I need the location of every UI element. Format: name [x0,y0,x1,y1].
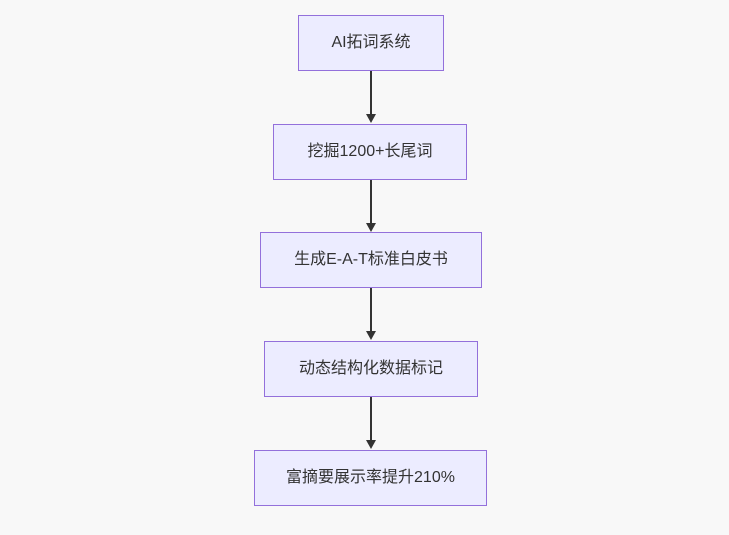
flow-node-longtail-mining: 挖掘1200+长尾词 [273,124,467,180]
flow-node-eat-whitepaper: 生成E-A-T标准白皮书 [260,232,482,288]
flow-node-label: AI拓词系统 [331,34,411,52]
connector-arrow-3 [365,288,376,340]
flow-node-label: 富摘要展示率提升210% [286,469,455,487]
arrow-down-icon [365,223,376,232]
connector-arrow-2 [365,180,376,232]
flow-node-structured-data-markup: 动态结构化数据标记 [264,341,478,397]
flow-node-label: 动态结构化数据标记 [298,360,443,378]
arrow-line [369,180,372,225]
arrow-down-icon [365,440,376,449]
arrow-line [369,397,372,442]
arrow-down-icon [365,114,376,123]
flow-node-label: 生成E-A-T标准白皮书 [294,251,448,269]
flow-node-rich-snippet-result: 富摘要展示率提升210% [254,450,487,506]
arrow-line [369,71,372,116]
connector-arrow-4 [365,397,376,449]
arrow-line [369,288,372,333]
arrow-down-icon [365,331,376,340]
connector-arrow-1 [365,71,376,123]
flow-node-ai-keyword-system: AI拓词系统 [298,15,444,71]
flow-node-label: 挖掘1200+长尾词 [307,143,433,161]
